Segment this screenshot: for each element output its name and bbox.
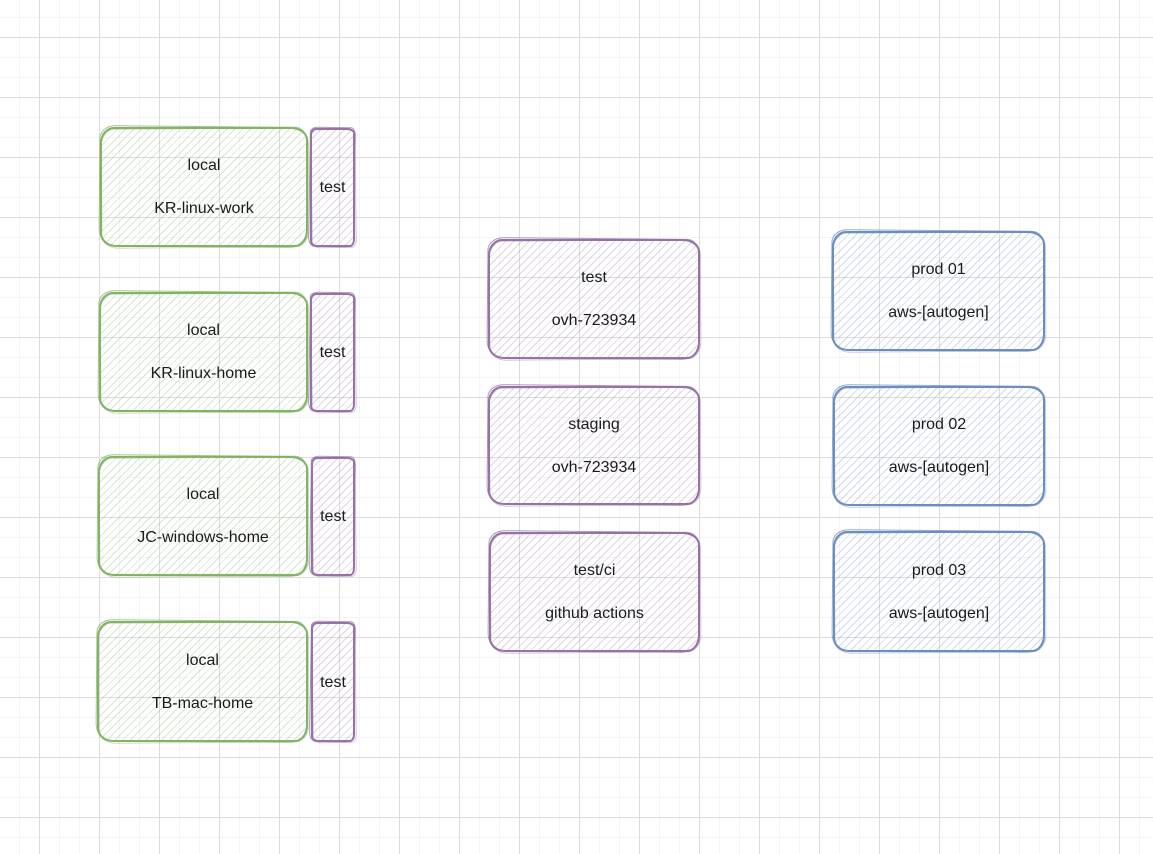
node-local-tb-mac-home[interactable]: local TB-mac-home [97,621,308,742]
node-local-kr-linux-home[interactable]: local KR-linux-home [99,292,308,412]
node-host-label: JC-windows-home [137,529,269,546]
node-host-label: TB-mac-home [151,694,254,712]
node-env-label: test [319,344,346,361]
node-prod-01[interactable]: prod 01 aws-[autogen] [832,231,1045,351]
node-prod-03[interactable]: prod 03 aws-[autogen] [833,531,1045,652]
node-host-label: github actions [545,605,644,622]
node-env-label: prod 01 [911,261,966,278]
node-host-label: KR-linux-work [154,200,254,217]
node-env-label: prod 03 [911,561,967,579]
node-test-ovh[interactable]: test ovh-723934 [488,239,700,359]
node-env-label: test [581,269,607,286]
node-host-label: aws-[autogen] [888,304,989,321]
node-prod-02[interactable]: prod 02 aws-[autogen] [833,386,1045,506]
node-test-tb-mac-home[interactable]: test [311,622,355,742]
node-env-label: test/ci [573,562,616,579]
node-host-label: aws-[autogen] [888,459,990,476]
node-test-kr-linux-home[interactable]: test [310,293,355,412]
node-local-kr-linux-work[interactable]: local KR-linux-work [100,127,308,247]
node-local-jc-windows-home[interactable]: local JC-windows-home [98,456,308,576]
node-env-label: prod 02 [911,416,967,433]
node-host-label: ovh-723934 [551,312,637,329]
node-env-label: local [187,322,220,339]
node-env-label: local [187,157,221,174]
node-host-label: KR-linux-home [150,365,257,382]
node-test-jc-windows-home[interactable]: test [311,457,355,576]
node-env-label: local [186,651,219,669]
node-env-label: staging [568,415,620,433]
node-host-label: aws-[autogen] [888,604,990,622]
node-env-label: test [320,673,346,691]
node-test-kr-linux-work[interactable]: test [310,128,355,247]
node-env-label: local [186,486,220,503]
node-env-label: test [319,179,346,196]
node-testci-github-actions[interactable]: test/ci github actions [489,532,700,652]
node-staging-ovh[interactable]: staging ovh-723934 [488,386,700,505]
node-host-label: ovh-723934 [551,458,637,476]
node-env-label: test [320,508,346,525]
